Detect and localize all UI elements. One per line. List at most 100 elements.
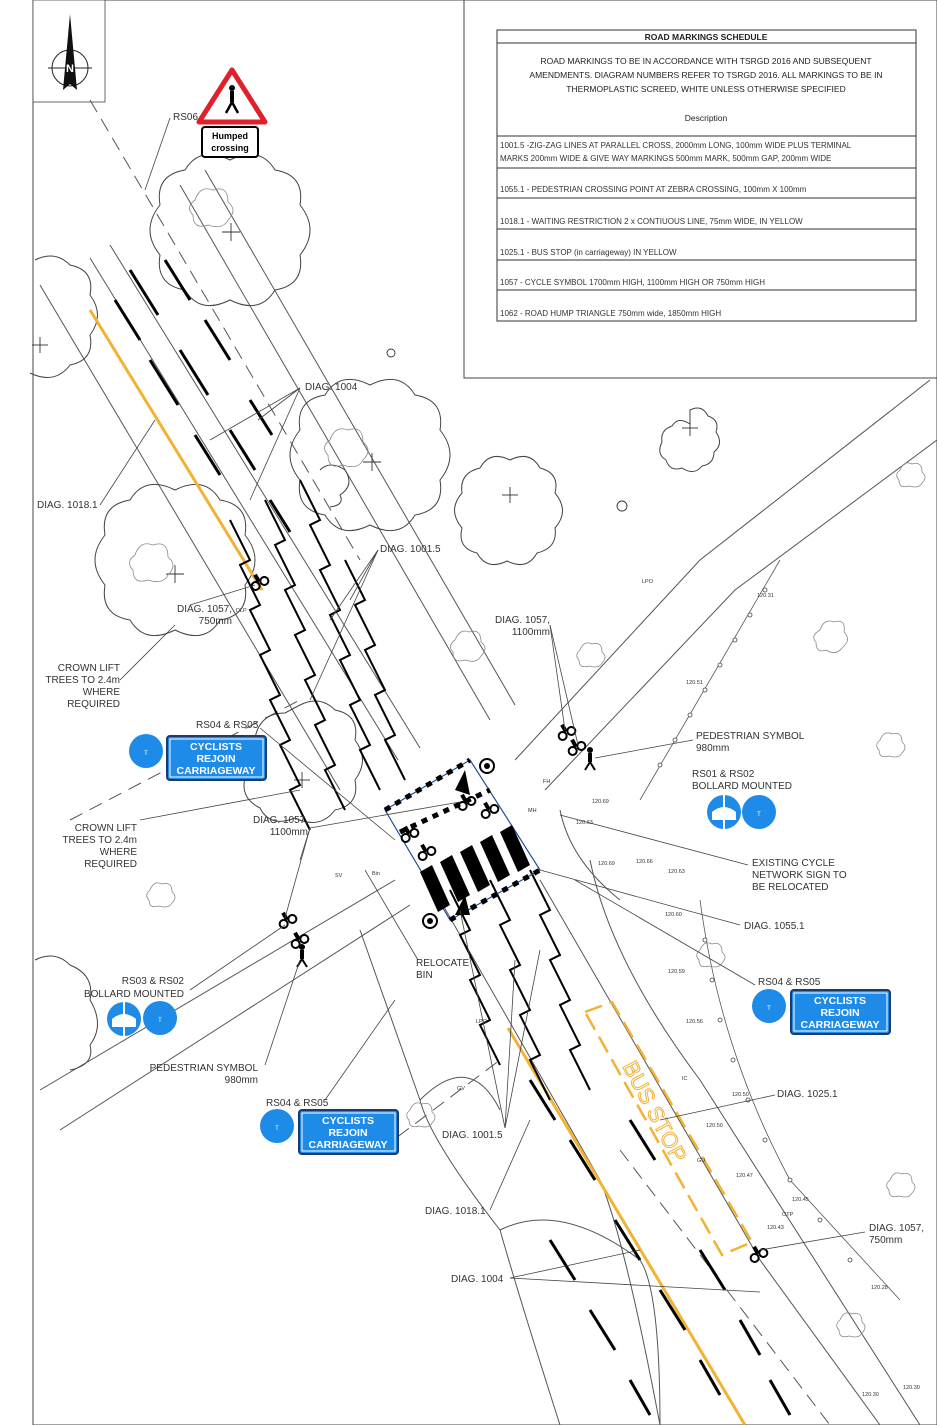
level: 120.56	[686, 1019, 703, 1025]
svg-text:BIN: BIN	[416, 970, 433, 981]
schedule-note-1: ROAD MARKINGS TO BE IN ACCORDANCE WITH T…	[540, 56, 871, 66]
yellow-lines	[88, 309, 747, 1425]
level: 120.69	[592, 799, 609, 805]
humped-sign-line1: Humped	[212, 131, 248, 141]
svg-text:WHERE: WHERE	[83, 687, 121, 698]
diag-1018-left-label: DIAG. 1018.1	[37, 500, 98, 511]
lane-markings	[113, 259, 792, 1416]
level: 120.31	[757, 593, 774, 599]
level: 120.43	[767, 1225, 784, 1231]
tree-canopies	[29, 153, 720, 1071]
svg-text:CYCLISTS: CYCLISTS	[190, 741, 242, 753]
level: 120.28	[871, 1285, 888, 1291]
diag-1055-label: DIAG. 1055.1	[744, 921, 805, 932]
pedestrian-symbols	[296, 747, 596, 968]
diag-1025-label: DIAG. 1025.1	[777, 1089, 838, 1100]
svg-text:LPO: LPO	[476, 1019, 488, 1025]
svg-text:CARRIAGEWAY: CARRIAGEWAY	[309, 1139, 388, 1151]
schedule-column-header: Description	[685, 113, 728, 123]
schedule-row: 1018.1 - WAITING RESTRICTION 2 x CONTIUO…	[500, 217, 803, 226]
diag-1057-bottom-label: DIAG. 1057,	[869, 1223, 924, 1234]
zig-zag-lines	[229, 479, 591, 1101]
existing-cycle-sign-label: EXISTING CYCLE	[752, 858, 835, 869]
humped-crossing-sign: Humped crossing	[196, 67, 268, 158]
svg-text:SV: SV	[335, 873, 343, 879]
level: 120.30	[903, 1385, 920, 1391]
north-label: N	[66, 63, 74, 75]
svg-text:REQUIRED: REQUIRED	[84, 859, 137, 870]
svg-text:750mm: 750mm	[199, 616, 232, 627]
svg-text:LPO: LPO	[642, 579, 654, 585]
schedule-note-2: AMENDMENTS. DIAGRAM NUMBERS REFER TO TSR…	[529, 70, 882, 80]
crown-lift-2-label: CROWN LIFT	[75, 823, 137, 834]
svg-text:T: T	[144, 751, 148, 757]
road-markings-schedule: ROAD MARKINGS SCHEDULE ROAD MARKINGS TO …	[496, 29, 917, 322]
svg-text:TREES TO 2.4m: TREES TO 2.4m	[62, 835, 137, 846]
level: 120.60	[665, 912, 682, 918]
level: 120.63	[668, 869, 685, 875]
svg-text:DLP: DLP	[236, 608, 247, 614]
rs06-label: RS06	[173, 112, 198, 123]
schedule-note-3: THERMOPLASTIC SCREED, WHITE UNLESS OTHER…	[566, 84, 845, 94]
svg-text:CYCLISTS: CYCLISTS	[814, 995, 866, 1007]
cycle-symbols	[250, 573, 769, 1263]
svg-text:750mm: 750mm	[869, 1235, 902, 1246]
bus-stop-box	[583, 1000, 754, 1257]
svg-text:CYCLISTS: CYCLISTS	[322, 1115, 374, 1127]
tree-trunks	[32, 223, 698, 788]
cyclists-rejoin-sign-1: T CYCLISTS REJOIN CARRIAGEWAY	[129, 734, 267, 781]
north-arrow-icon: N	[48, 14, 92, 90]
diag-1057-mid-label: DIAG. 1057,	[253, 815, 308, 826]
crown-lift-1-label: CROWN LIFT	[58, 663, 120, 674]
leader-lines	[99, 117, 866, 1293]
diag-1057-left-label: DIAG. 1057,	[177, 604, 232, 615]
cyclists-rejoin-sign-2: T CYCLISTS REJOIN CARRIAGEWAY	[752, 989, 891, 1035]
zebra-crossing	[383, 757, 542, 929]
sheet-border	[32, 0, 937, 1425]
schedule-row: MARKS 200mm WIDE & GIVE WAY MARKINGS 500…	[500, 154, 831, 163]
svg-text:BOLLARD MOUNTED: BOLLARD MOUNTED	[692, 781, 792, 792]
humped-sign-line2: crossing	[211, 143, 249, 153]
level: 120.47	[736, 1173, 753, 1179]
utility-tags: LPO LPO MH Bin GV FH IC GU OTP DLP SV	[236, 579, 794, 1218]
svg-text:IC: IC	[682, 1076, 688, 1082]
svg-text:BOLLARD MOUNTED: BOLLARD MOUNTED	[84, 989, 184, 1000]
diag-1018-bottom-label: DIAG. 1018.1	[425, 1206, 486, 1217]
svg-text:1100mm: 1100mm	[512, 627, 550, 638]
svg-text:WHERE: WHERE	[100, 847, 138, 858]
svg-text:REJOIN: REJOIN	[328, 1127, 367, 1139]
diag-1057-right-label: DIAG. 1057,	[495, 615, 550, 626]
rs01-rs02-label: RS01 & RS02	[692, 769, 755, 780]
cyclists-rejoin-sign-3: T CYCLISTS REJOIN CARRIAGEWAY	[260, 1109, 399, 1155]
level: 120.69	[598, 861, 615, 867]
diag-1001-bottom-label: DIAG. 1001.5	[442, 1130, 503, 1141]
svg-text:CARRIAGEWAY: CARRIAGEWAY	[177, 765, 256, 777]
bollard-signs-left: T	[107, 1001, 177, 1036]
svg-text:CARRIAGEWAY: CARRIAGEWAY	[801, 1019, 880, 1031]
level: 120.66	[636, 859, 653, 865]
schedule-row: 1062 - ROAD HUMP TRIANGLE 750mm wide, 18…	[500, 309, 721, 318]
svg-text:980mm: 980mm	[696, 743, 729, 754]
schedule-title: ROAD MARKINGS SCHEDULE	[645, 32, 768, 42]
svg-text:BE RELOCATED: BE RELOCATED	[752, 882, 829, 893]
svg-text:TREES TO 2.4m: TREES TO 2.4m	[45, 675, 120, 686]
spot-levels: 120.31 120.51 120.69 120.63 120.69 120.6…	[576, 593, 920, 1398]
svg-text:T: T	[275, 1126, 279, 1132]
svg-text:REJOIN: REJOIN	[196, 753, 235, 765]
svg-text:NETWORK SIGN TO: NETWORK SIGN TO	[752, 870, 847, 881]
svg-text:GU: GU	[697, 1158, 705, 1164]
svg-text:REJOIN: REJOIN	[820, 1007, 859, 1019]
annotations: RS06 DIAG. 1004 DIAG. 1018.1 DIAG. 1001.…	[37, 112, 924, 1285]
svg-text:980mm: 980mm	[225, 1075, 258, 1086]
pedestrian-icon	[224, 85, 240, 114]
level: 120.30	[862, 1392, 879, 1398]
rs04-rs05-top-label: RS04 & RS05	[196, 720, 259, 731]
svg-text:1100mm: 1100mm	[270, 827, 308, 838]
diag-1004-top-label: DIAG. 1004	[305, 382, 358, 393]
level: 120.50	[706, 1123, 723, 1129]
level: 120.59	[668, 969, 685, 975]
schedule-frame	[463, 0, 937, 379]
diag-1001-top-label: DIAG. 1001.5	[380, 544, 441, 555]
level: 120.45	[792, 1197, 809, 1203]
rs04-rs05-right-label: RS04 & RS05	[758, 977, 821, 988]
